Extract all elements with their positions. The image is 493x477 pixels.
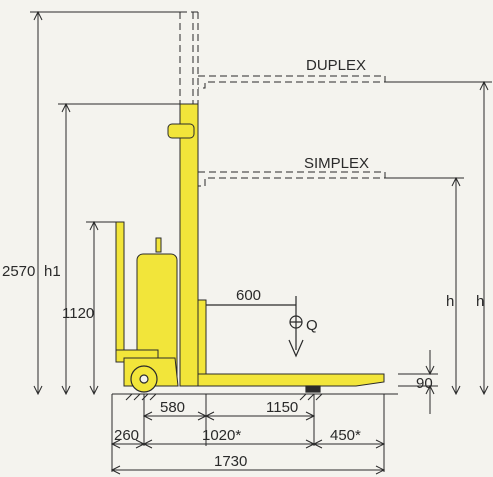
simplex-fork-outline bbox=[198, 171, 386, 187]
label-2570: 2570 bbox=[2, 263, 35, 280]
label-580: 580 bbox=[160, 399, 185, 416]
label-simplex: SIMPLEX bbox=[304, 155, 369, 172]
ground-hatch-left bbox=[125, 393, 157, 401]
dim-1730-arrows bbox=[110, 465, 386, 475]
duplex-mast-outline bbox=[179, 11, 199, 104]
dim-2570-line bbox=[30, 11, 180, 394]
extension-lines bbox=[111, 394, 385, 472]
label-1730: 1730 bbox=[214, 453, 247, 470]
horizontal-dimensions bbox=[110, 394, 386, 475]
label-duplex: DUPLEX bbox=[306, 57, 366, 74]
raised-outlines bbox=[179, 11, 386, 187]
label-600: 600 bbox=[236, 287, 261, 304]
dim-h-simplex-line bbox=[385, 177, 464, 394]
battery-cap bbox=[155, 237, 162, 253]
dim-h1-arrows bbox=[61, 102, 71, 396]
label-h-duplex: h bbox=[476, 293, 484, 310]
label-h-simplex: h bbox=[446, 293, 454, 310]
dim-1120-arrows bbox=[89, 220, 99, 396]
dim-450-arrows bbox=[312, 439, 386, 449]
label-1120: 1120 bbox=[62, 305, 94, 322]
vertical-dimensions bbox=[30, 10, 492, 414]
dim-90-line bbox=[398, 350, 438, 414]
stacker-body bbox=[115, 103, 385, 387]
dim-90-arrows bbox=[425, 365, 435, 395]
ground-hatching bbox=[112, 393, 398, 401]
label-q: Q bbox=[306, 317, 318, 334]
dim-h-duplex-arrows bbox=[479, 80, 489, 396]
dim-1120-line bbox=[86, 221, 116, 394]
dim-1150-arrows bbox=[204, 411, 316, 421]
fork-blade bbox=[197, 373, 385, 387]
duplex-fork-outline bbox=[198, 75, 386, 89]
label-90: 90 bbox=[416, 375, 433, 392]
label-260: 260 bbox=[114, 427, 139, 444]
ground-hatch-right bbox=[299, 393, 323, 401]
fork-carriage bbox=[197, 299, 207, 387]
mast bbox=[179, 103, 199, 387]
dim-h-duplex-line bbox=[385, 81, 492, 394]
load-centre bbox=[206, 296, 304, 358]
label-1150: 1150 bbox=[266, 399, 298, 416]
dim-h-simplex-arrows bbox=[451, 176, 461, 396]
label-450: 450* bbox=[330, 427, 361, 444]
load-centre-cross bbox=[290, 316, 302, 328]
handle-bar bbox=[115, 221, 125, 359]
wheels bbox=[130, 365, 321, 393]
labels: DUPLEX SIMPLEX 2570 h1 1120 600 Q h h 90… bbox=[2, 57, 484, 470]
load-roller-icon bbox=[305, 385, 321, 393]
mast-head bbox=[167, 123, 195, 139]
label-h1: h1 bbox=[44, 263, 61, 280]
dim-2570-arrows bbox=[33, 10, 43, 396]
dim-h1-line bbox=[58, 103, 180, 394]
label-1020: 1020* bbox=[202, 427, 241, 444]
steer-wheel-hub bbox=[139, 374, 149, 384]
